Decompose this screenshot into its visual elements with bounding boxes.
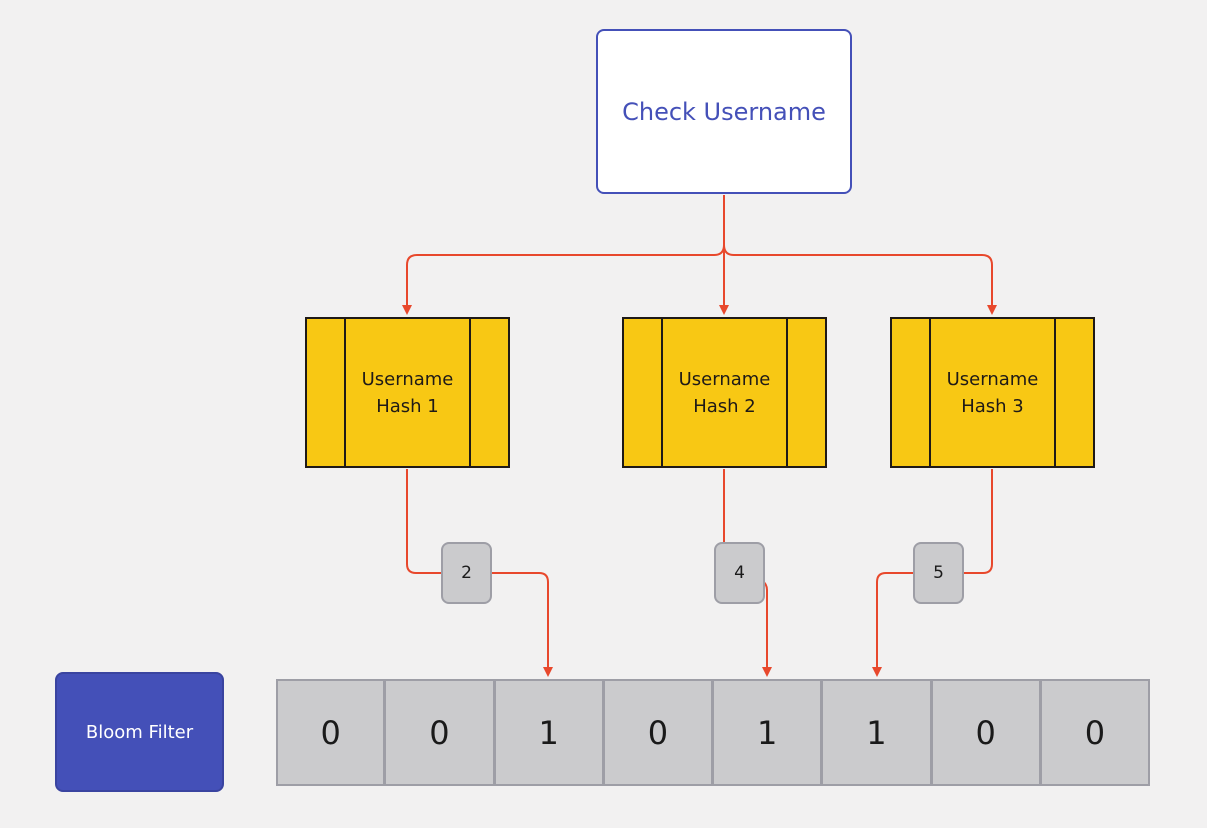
index-value: 5 xyxy=(933,563,944,583)
index-badge-2: 4 xyxy=(714,542,765,604)
hash-label: Username Hash 2 xyxy=(678,368,771,417)
hash-label: Username Hash 1 xyxy=(361,368,454,417)
hash-function-3: Username Hash 3 xyxy=(890,317,1095,468)
bit-cell-6: 0 xyxy=(931,679,1041,786)
index-badge-1: 2 xyxy=(441,542,492,604)
bit-cell-2: 1 xyxy=(494,679,604,786)
index-value: 4 xyxy=(734,563,745,583)
index-value: 2 xyxy=(461,563,472,583)
process-bar-right xyxy=(786,319,825,466)
bit-cell-0: 0 xyxy=(276,679,386,786)
process-bar-left xyxy=(307,319,346,466)
bit-cell-5: 1 xyxy=(822,679,932,786)
bit-array: 0 0 1 0 1 1 0 0 xyxy=(276,679,1150,786)
arrow-check-to-hash-3 xyxy=(723,244,997,315)
process-bar-left xyxy=(624,319,663,466)
check-username-label: Check Username xyxy=(622,97,826,126)
bit-cell-7: 0 xyxy=(1040,679,1150,786)
process-bar-right xyxy=(1054,319,1093,466)
check-username-node: Check Username xyxy=(596,29,852,194)
index-badge-3: 5 xyxy=(913,542,964,604)
hash-label: Username Hash 3 xyxy=(946,368,1039,417)
process-bar-left xyxy=(892,319,931,466)
bloom-filter-title: Bloom Filter xyxy=(85,721,194,743)
bit-cell-1: 0 xyxy=(385,679,495,786)
bit-cell-4: 1 xyxy=(713,679,823,786)
bloom-filter-label: Bloom Filter xyxy=(55,672,224,792)
bit-cell-3: 0 xyxy=(603,679,713,786)
hash-function-2: Username Hash 2 xyxy=(622,317,827,468)
process-bar-right xyxy=(469,319,508,466)
arrow-check-to-hash-1 xyxy=(402,244,725,315)
hash-function-1: Username Hash 1 xyxy=(305,317,510,468)
